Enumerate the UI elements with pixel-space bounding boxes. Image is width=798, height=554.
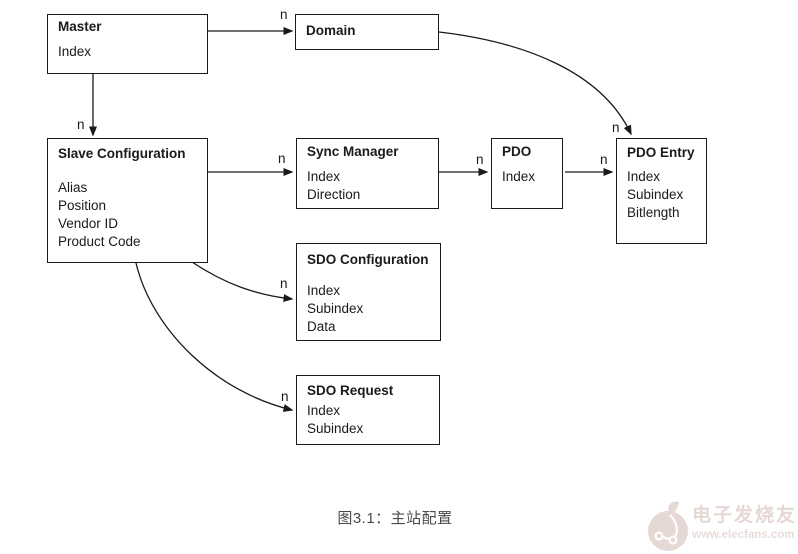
watermark-site-name: 电子发烧友 [692, 505, 798, 526]
box-sync-manager-item: Index [307, 169, 341, 184]
box-sdo-request-item: Subindex [307, 421, 364, 436]
box-pdo-item: Index [502, 169, 536, 184]
box-slave-configuration-item: Alias [58, 180, 88, 195]
box-sdo-configuration-item: Data [307, 319, 336, 334]
box-slave-configuration-item: Position [58, 198, 107, 213]
multiplicity-label-slave-sdoconfig: n [280, 276, 288, 291]
box-slave-configuration: Slave Configuration Alias Position Vendo… [47, 138, 208, 263]
box-sdo-configuration-title: SDO Configuration [307, 252, 429, 267]
box-pdo-title: PDO [502, 144, 532, 159]
box-slave-configuration-item: Vendor ID [58, 216, 119, 231]
box-slave-configuration-item: Product Code [58, 234, 141, 249]
box-pdo: PDO Index [491, 138, 563, 209]
box-sdo-request-title: SDO Request [307, 383, 394, 398]
watermark-site-url: www.elecfans.com [692, 529, 795, 541]
multiplicity-label-slave-sync: n [278, 151, 286, 166]
edge-domain-pdoentry [438, 31, 632, 136]
box-pdo-entry-item: Subindex [627, 187, 684, 202]
multiplicity-label-sync-pdo: n [476, 152, 484, 167]
multiplicity-label-pdo-pdoentry: n [600, 152, 608, 167]
multiplicity-label-master-domain: n [280, 7, 288, 22]
edge-slave-sdorequest [135, 262, 294, 412]
box-sync-manager: Sync Manager Index Direction [296, 138, 439, 209]
box-master: Master Index [47, 14, 208, 74]
multiplicity-label-slave-sdorequest: n [281, 389, 289, 404]
box-master-title: Master [58, 19, 102, 34]
box-sync-manager-item: Direction [307, 187, 361, 202]
box-domain-title: Domain [306, 23, 356, 38]
watermark: 电子发烧友 www.elecfans.com [644, 494, 798, 554]
box-pdo-entry-title: PDO Entry [627, 145, 695, 160]
box-pdo-entry-item: Bitlength [627, 205, 680, 220]
box-sdo-configuration: SDO Configuration Index Subindex Data [296, 243, 441, 341]
box-sdo-configuration-item: Subindex [307, 301, 364, 316]
box-domain: Domain [295, 14, 439, 50]
figure-caption: 图3.1：主站配置 [337, 510, 453, 527]
multiplicity-label-domain-pdoentry: n [612, 120, 620, 135]
elecfans-logo-icon [648, 501, 688, 551]
multiplicity-label-master-slave: n [77, 117, 85, 132]
box-master-item: Index [58, 44, 92, 59]
box-sdo-configuration-item: Index [307, 283, 341, 298]
box-sdo-request-item: Index [307, 403, 341, 418]
box-sync-manager-title: Sync Manager [307, 144, 399, 159]
box-pdo-entry: PDO Entry Index Subindex Bitlength [616, 138, 707, 244]
box-pdo-entry-item: Index [627, 169, 661, 184]
box-slave-configuration-title: Slave Configuration [58, 146, 186, 161]
edge-slave-sdoconfig [191, 261, 294, 303]
box-sdo-request: SDO Request Index Subindex [296, 375, 440, 445]
